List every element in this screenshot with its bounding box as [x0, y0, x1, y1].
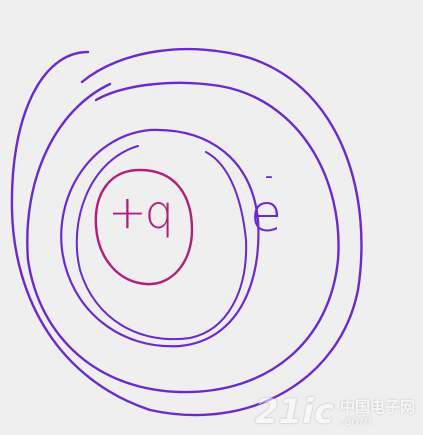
- watermark-cn: 中国电子网: [339, 398, 415, 416]
- nucleus-circle-icon: [94, 168, 194, 286]
- middle-orbit-icon: [26, 81, 340, 394]
- inner-orbit-second-stroke-icon: [75, 145, 248, 341]
- watermark: 21ic 中国电子网 .com: [255, 395, 415, 429]
- electron-charge-sign: -: [265, 164, 273, 189]
- inner-orbit-icon: [60, 128, 260, 348]
- watermark-domain: .com: [339, 414, 372, 429]
- watermark-text: 中国电子网 .com: [340, 399, 415, 429]
- electron-symbol: e: [250, 184, 282, 244]
- watermark-logo: 21ic: [254, 392, 334, 432]
- electron-label: - e: [246, 164, 286, 250]
- outer-orbit-icon: [10, 47, 363, 417]
- nucleus-charge-label: +q: [108, 185, 174, 239]
